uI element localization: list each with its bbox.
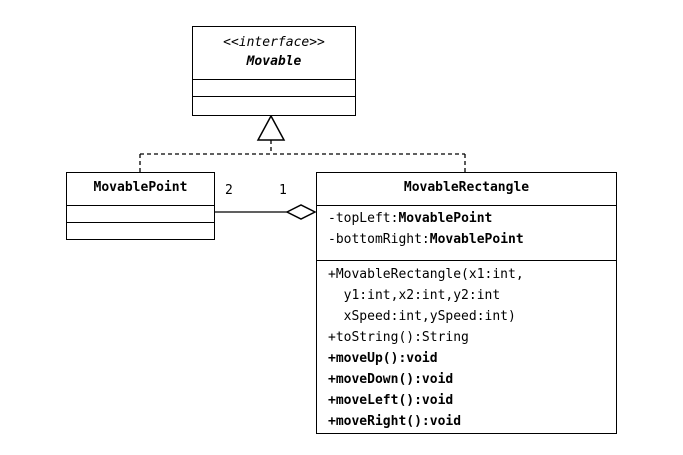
attribute-bottom-right: -bottomRight:MovablePoint [328, 232, 524, 247]
constructor-line-1: +MovableRectangle(x1:int, [328, 267, 524, 282]
method-move-up: +moveUp():void [328, 351, 438, 366]
realization-arrowhead-icon [256, 114, 286, 141]
movable-point-methods-section [67, 222, 214, 238]
movable-rectangle-methods-section: +MovableRectangle(x1:int, y1:int,x2:int,… [317, 260, 616, 432]
method-move-down: +moveDown():void [328, 372, 454, 387]
interface-header: <<interface>> Movable [193, 27, 355, 79]
rectangle-multiplicity-label: 1 [279, 183, 287, 198]
movable-rectangle-box[interactable]: MovableRectangle -topLeft:MovablePoint -… [316, 172, 617, 434]
movable-rectangle-attributes-section: -topLeft:MovablePoint -bottomRight:Movab… [317, 205, 616, 260]
aggregation-diamond-icon [285, 204, 317, 220]
movable-point-box[interactable]: MovablePoint [66, 172, 215, 240]
point-multiplicity-label: 2 [225, 183, 233, 198]
method-move-right: +moveRight():void [328, 414, 462, 429]
interface-methods-section [193, 96, 355, 114]
constructor-line-3: xSpeed:int,ySpeed:int) [328, 309, 516, 324]
movable-rectangle-name: MovableRectangle [403, 180, 530, 195]
interface-stereotype: <<interface>> [223, 35, 325, 50]
movable-point-attributes-section [67, 205, 214, 222]
realization-connector [139, 140, 466, 172]
interface-attributes-section [193, 79, 355, 96]
method-move-left: +moveLeft():void [328, 393, 454, 408]
interface-movable-box[interactable]: <<interface>> Movable [192, 26, 356, 116]
attribute-top-left: -topLeft:MovablePoint [328, 211, 493, 226]
constructor-line-2: y1:int,x2:int,y2:int [328, 288, 501, 303]
method-to-string: +toString():String [328, 330, 469, 345]
interface-name: Movable [246, 54, 302, 69]
movable-point-name: MovablePoint [93, 180, 188, 195]
